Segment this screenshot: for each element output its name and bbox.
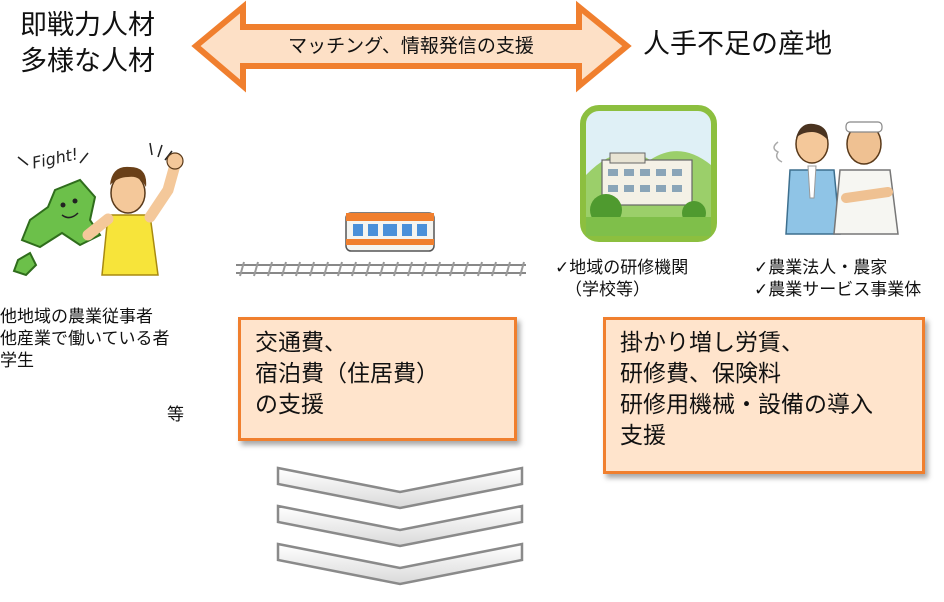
left-list: 他地域の農業従事者 他産業で働いている者 学生 xyxy=(0,306,188,372)
fight-speech-text: Fight! xyxy=(30,144,80,172)
right-title: 人手不足の産地 xyxy=(643,29,832,60)
middle-box-line-3: の支援 xyxy=(255,392,324,418)
farmers-illustration xyxy=(773,121,899,235)
middle-box-line-2: 宿泊費（住居費） xyxy=(255,361,439,387)
left-list-item-1: 他地域の農業従事者 xyxy=(0,307,153,327)
left-list-item-3: 学生 xyxy=(0,351,34,371)
transport-lodging-support-box: 交通費、 宿泊費（住居費） の支援 xyxy=(238,317,517,441)
school-caption-line-1: ✓地域の研修機関 xyxy=(555,258,689,278)
right-box-line-4: 支援 xyxy=(620,423,666,449)
left-list-item-2: 他産業で働いている者 xyxy=(0,329,170,349)
right-box-line-3: 研修用機械・設備の導入 xyxy=(620,392,873,418)
farmers-caption-line-1: ✓農業法人・農家 xyxy=(754,258,888,278)
farmers-caption-line-2: ✓農業サービス事業体 xyxy=(754,280,922,300)
middle-box-line-1: 交通費、 xyxy=(255,330,347,356)
chevron-2 xyxy=(276,504,524,548)
school-caption-line-2: （学校等） xyxy=(565,280,650,300)
double-arrow-shape xyxy=(191,0,632,93)
double-arrow xyxy=(191,0,632,93)
labor-training-support-box: 掛かり増し労賃、 研修費、保険料 研修用機械・設備の導入 支援 xyxy=(603,317,925,474)
chevron-1 xyxy=(276,466,524,510)
farmers-caption: ✓農業法人・農家 ✓農業サービス事業体 xyxy=(754,257,944,301)
fighting-person-illustration: Fight! xyxy=(12,142,184,277)
train-illustration xyxy=(236,212,526,277)
arrow-label: マッチング、情報発信の支援 xyxy=(288,35,534,57)
downward-chevrons xyxy=(276,466,524,586)
left-title: 即戦力人材 多様な人材 xyxy=(20,8,155,80)
left-title-line-2: 多様な人材 xyxy=(20,46,155,77)
left-list-suffix: 等 xyxy=(167,405,184,425)
right-box-line-1: 掛かり増し労賃、 xyxy=(620,330,804,356)
right-box-line-2: 研修費、保険料 xyxy=(620,361,781,387)
school-illustration xyxy=(580,105,717,242)
left-title-line-1: 即戦力人材 xyxy=(20,10,155,41)
school-caption: ✓地域の研修機関 （学校等） xyxy=(555,257,688,301)
chevron-3 xyxy=(276,542,524,586)
